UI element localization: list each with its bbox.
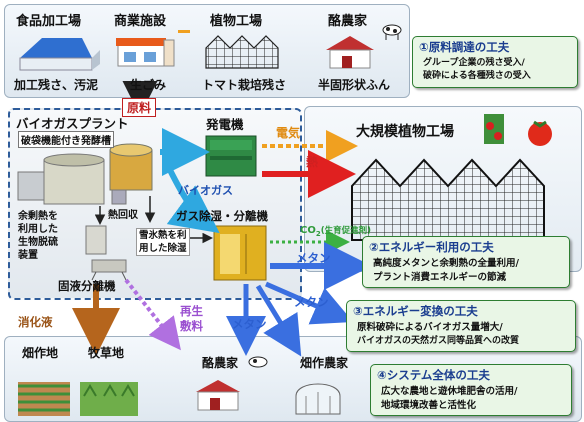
fermentation-tank-icon	[17, 143, 153, 205]
plant-factory-caption: トマト栽培残さ	[202, 78, 287, 92]
methane-label-3: メタン	[232, 317, 267, 331]
note-4: ④システム全体の工夫 広大な農地と遊休堆肥舎の活用/ 地域環境改善と活性化	[370, 364, 572, 416]
dairy-barn-icon	[326, 24, 402, 69]
co2-subscript: 2	[315, 230, 321, 238]
note-2: ②エネルギー利用の工夫 高純度メタンと余剰熱の全量利用/ プラント消費エネルギー…	[362, 236, 570, 288]
bottom-field-farm-greenhouse-icon	[295, 383, 341, 415]
field-label: 畑作地	[22, 346, 59, 360]
desulfurization-icon	[85, 225, 107, 255]
gas-separator-icon	[213, 225, 267, 281]
bedding-label: 再生 敷料	[180, 304, 203, 333]
note-2-line-2: プラント消費エネルギーの節減	[373, 272, 507, 283]
field-farm-label: 畑作農家	[300, 356, 349, 370]
food-factory-caption: 加工残さ、汚泥	[14, 78, 99, 92]
plant-factory-icon	[205, 35, 279, 69]
pasture-label: 牧草地	[88, 346, 125, 360]
electricity-label: 電気	[276, 126, 301, 140]
note-3-title: ③エネルギー変換の工夫	[353, 304, 478, 318]
commercial-caption: 生ごみ	[130, 78, 167, 92]
bedding-arrow	[124, 278, 181, 351]
generator-icon	[205, 135, 257, 177]
big-factory-title: 大規模植物工場	[356, 124, 454, 140]
big-greenhouse-icon	[351, 158, 545, 241]
note-2-line-1: 高純度メタンと余剰熱の全量利用/	[373, 258, 519, 269]
note-1-line-2: 破砕による各種残さの受入	[423, 71, 531, 81]
methane-label-1: メタン	[296, 251, 331, 265]
heat-label: 熱	[306, 155, 319, 169]
desulfurization-label: 余剰熱を 利用した 生物脱硫 装置	[18, 211, 58, 261]
digestate-label: 消化液	[18, 315, 53, 329]
solid-liquid-separator-icon	[91, 259, 127, 281]
note-1: ①原料調達の工夫 グループ企業の残さ受入/ 破砕による各種残さの受入	[412, 36, 578, 88]
methane-to-conversion-arrow	[265, 281, 354, 325]
material-label: 原料	[122, 98, 157, 117]
note-2-title: ②エネルギー利用の工夫	[369, 240, 494, 254]
solid-liquid-label: 固液分離機	[58, 279, 116, 293]
co2-label: CO2(生育促進剤)	[300, 224, 371, 238]
note-1-line-1: グループ企業の残さ受入/	[423, 58, 525, 68]
biogas-to-separator-arrow	[166, 168, 220, 234]
generator-label: 発電機	[206, 117, 244, 132]
dairy-caption: 半固形状ふん	[318, 78, 391, 92]
dairy-title: 酪農家	[328, 14, 368, 29]
plant-factory-title: 植物工場	[210, 14, 263, 29]
pasture-icon	[80, 382, 138, 416]
note-1-title: ①原料調達の工夫	[419, 40, 510, 54]
fermentation-tank-label: 破袋機能付き発酵槽	[18, 131, 114, 148]
food-factory-icon	[19, 38, 100, 71]
snow-ice-label: 雪氷熱を利 用した除湿	[136, 228, 190, 256]
note-4-line-2: 地域環境改善と活性化	[381, 400, 477, 411]
co2-text: CO	[300, 225, 316, 236]
biogas-label: バイオガス	[178, 184, 233, 197]
note-3-line-2: バイオガスの天然ガス同等品質への改質	[357, 336, 520, 346]
bottom-dairy-barn-icon	[196, 356, 268, 411]
note-3: ③エネルギー変換の工夫 原料破砕によるバイオガス量増大/ バイオガスの天然ガス同…	[346, 300, 576, 352]
tomato-plant-icon	[484, 114, 552, 146]
methane-label-2: メタン	[294, 295, 329, 309]
heat-recovery-label: 熱回収	[108, 210, 138, 221]
note-4-line-1: 広大な農地と遊休堆肥舎の活用/	[381, 386, 518, 397]
separator-label: ガス除湿・分離機	[176, 209, 268, 223]
commercial-facility-icon	[116, 30, 190, 67]
note-4-title: ④システム全体の工夫	[377, 368, 490, 382]
methane-to-field-farm-arrow	[255, 284, 302, 357]
bottom-dairy-label: 酪農家	[202, 356, 239, 370]
note-3-line-1: 原料破砕によるバイオガス量増大/	[357, 322, 503, 333]
co2-note: (生育促進剤)	[320, 226, 371, 236]
field-icon	[18, 382, 70, 416]
commercial-title: 商業施設	[114, 14, 167, 29]
food-factory-title: 食品加工場	[16, 14, 82, 29]
biogas-plant-title: バイオガスプラント	[16, 116, 129, 131]
